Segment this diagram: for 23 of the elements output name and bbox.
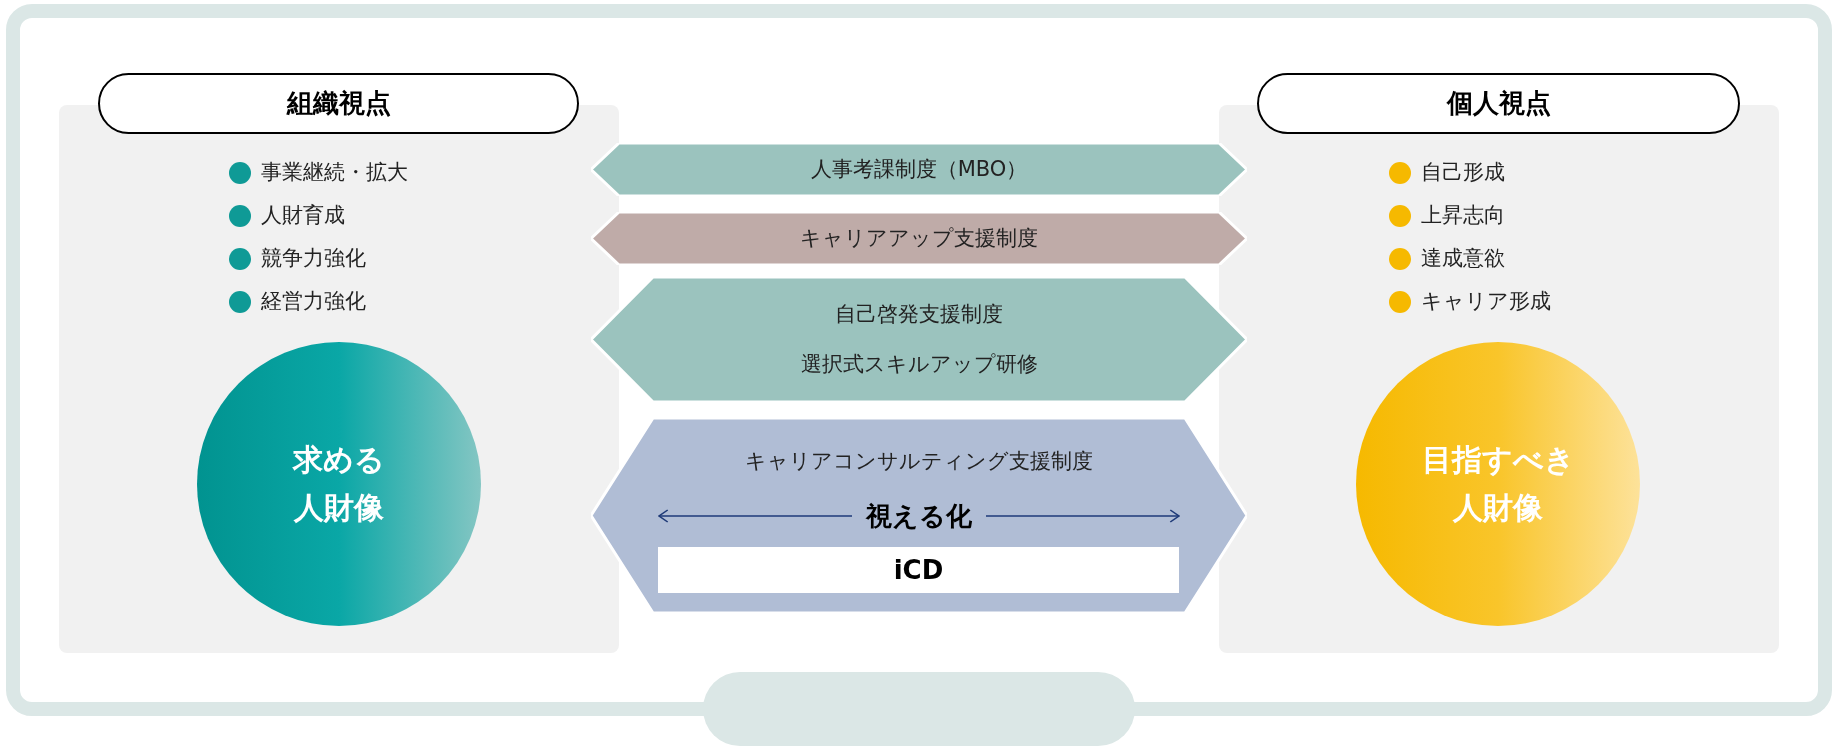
list-item: 達成意欲 — [1421, 244, 1505, 272]
emphasis-label: 視える化 — [866, 499, 972, 533]
banner-label: キャリアアップ支援制度 — [800, 224, 1038, 252]
list-item: 人財育成 — [261, 201, 345, 229]
hexagon-banner — [591, 143, 1247, 196]
list-item: 事業継続・拡大 — [261, 158, 408, 186]
hexagon-banner — [591, 418, 1247, 613]
circle-label: 目指すべき人財像 — [1420, 441, 1576, 527]
hexagon-banner — [591, 212, 1247, 265]
banner-label: 選択式スキルアップ研修 — [800, 350, 1038, 378]
list-item: 競争力強化 — [261, 244, 366, 272]
circle-label: 求める人財像 — [291, 441, 386, 527]
list-item: キャリア形成 — [1421, 287, 1551, 315]
heading-pill: 個人視点 — [1257, 73, 1740, 134]
banner-label: 自己啓発支援制度 — [835, 301, 1003, 328]
list-item: 上昇志向 — [1421, 201, 1505, 229]
banner-label: キャリアコンサルティング支援制度 — [744, 448, 1094, 475]
hexagon-banner — [591, 277, 1247, 402]
heading-pill: 組織視点 — [98, 73, 579, 134]
list-item: 自己形成 — [1421, 158, 1505, 186]
banner-label: 人事考課制度（MBO） — [810, 155, 1028, 183]
label-box: iCD — [658, 547, 1179, 593]
list-item: 経営力強化 — [261, 287, 366, 315]
